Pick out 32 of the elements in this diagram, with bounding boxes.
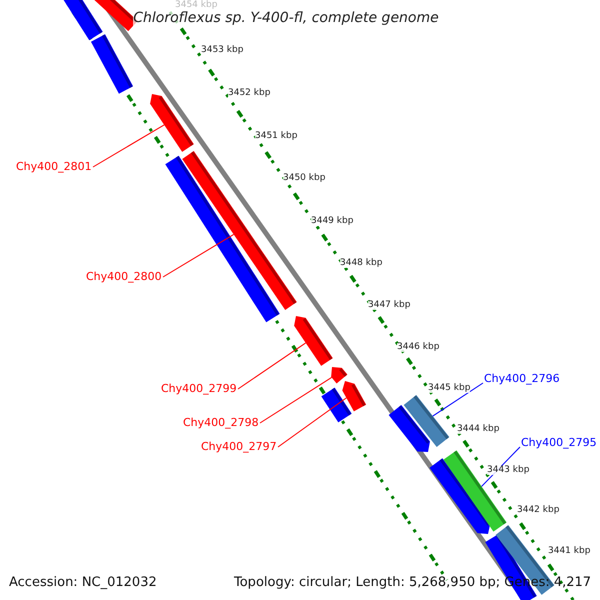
scale-label: 3448 kbp [340, 258, 382, 268]
leader-line [260, 376, 332, 424]
scale-label: 3452 kbp [228, 88, 270, 98]
gene-block [331, 367, 348, 384]
scale-label: 3443 kbp [487, 466, 530, 474]
gene-label: Chy400_2795 [521, 437, 597, 448]
genome-summary: Topology: circular; Length: 5,268,950 bp; Genes: 4,217 [234, 576, 592, 588]
accession-text: Accession: NC_012032 [9, 576, 157, 588]
leader-line [432, 382, 484, 417]
scale-label: 3444 kbp [457, 424, 500, 434]
scale-label: 3449 kbp [311, 216, 354, 226]
gene-block [342, 381, 366, 412]
scale-label: 3453 kbp [201, 46, 244, 54]
leader-line [238, 342, 306, 390]
gene-label: Chy400_2801 [16, 161, 92, 172]
gene-label: Chy400_2799 [161, 383, 237, 394]
scale-label: 3441 kbp [548, 546, 590, 556]
gene-label: Chy400_2798 [183, 417, 259, 428]
gene-label: Chy400_2796 [484, 373, 560, 384]
scale-label: 3447 kbp [368, 300, 410, 310]
leader-line [92, 124, 165, 168]
gene-block [404, 395, 450, 447]
gene-label: Chy400_2797 [201, 441, 277, 452]
scale-label: 3446 kbp [397, 342, 440, 352]
scale-label: 3450 kbp [283, 174, 326, 182]
map-title: Chloroflexus sp. Y-400-fl, complete genome [133, 10, 439, 26]
gene-block [150, 94, 194, 152]
leader-line [162, 234, 234, 278]
gene-block [294, 316, 333, 366]
leader-line [278, 397, 347, 448]
scale-label: 3454 kbp [175, 0, 218, 10]
gene-label: Chy400_2800 [86, 271, 162, 282]
